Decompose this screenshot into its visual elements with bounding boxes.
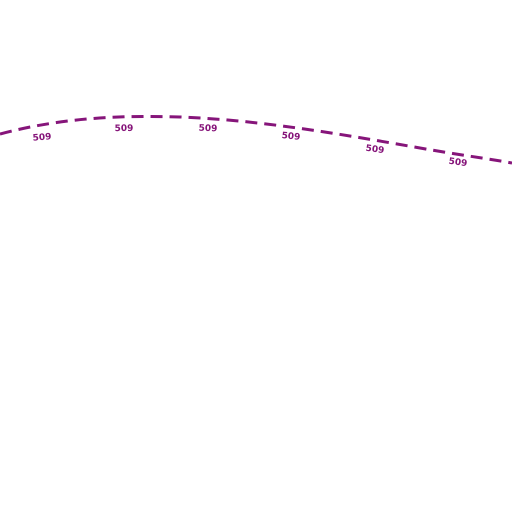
- route-label: 509: [365, 144, 385, 157]
- route-labels: 509 509 509 509 509 509: [32, 124, 468, 170]
- route-label: 509: [448, 157, 468, 170]
- route-label: 509: [115, 124, 134, 134]
- route-509-line[interactable]: [0, 114, 512, 165]
- route-label: 509: [281, 131, 301, 143]
- route-label: 509: [32, 132, 52, 144]
- route-label: 509: [198, 124, 217, 135]
